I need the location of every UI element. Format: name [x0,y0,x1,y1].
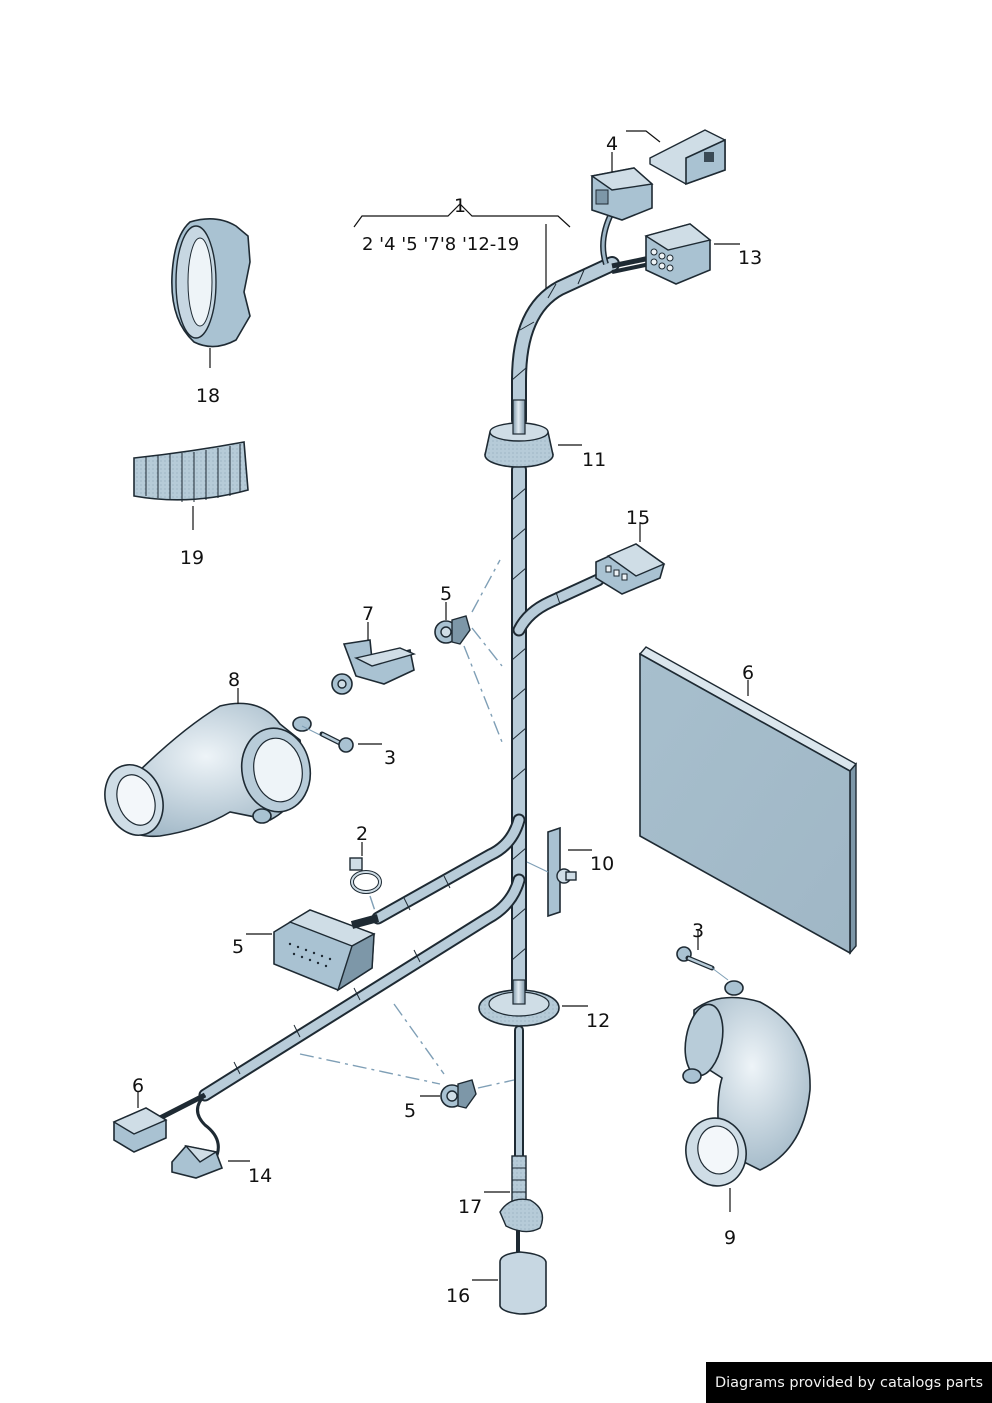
part-3-screw-right[interactable]: 3 [676,920,729,981]
part-19-grommet-sleeve[interactable]: 17 [458,1155,544,1233]
part-4-connector-housing[interactable]: 4 [590,133,654,221]
part-21-corrugated-sleeve[interactable]: 19 [133,441,249,569]
part-6-insulation-pad[interactable]: 6 [638,646,858,955]
part-20-oval-grommet[interactable]: 18 [171,218,251,407]
callout-19[interactable]: 17 [458,1196,482,1218]
callout-18[interactable]: 16 [446,1285,470,1307]
part-11-air-duct[interactable]: 9 [680,980,811,1249]
group-bracket [353,203,571,228]
part-9-bracket-clip[interactable]: 7 [331,603,417,695]
part-7-multi-pin-connector[interactable]: 5 [232,909,380,992]
part-15-six-pin-connector[interactable]: 13 [644,223,762,285]
callout-17[interactable]: 15 [626,507,650,529]
callout-12[interactable]: 10 [590,853,614,875]
callout-14[interactable]: 12 [586,1010,610,1032]
connector-cover[interactable] [626,129,726,186]
callout-20[interactable]: 18 [196,385,220,407]
callout-13[interactable]: 11 [582,449,606,471]
part-13-grommet[interactable]: 11 [484,399,606,471]
part-12-retainer-strip[interactable]: 10 [526,826,614,918]
callout-5-lower[interactable]: 5 [404,1100,416,1122]
callout-11[interactable]: 9 [724,1227,736,1249]
callout-21[interactable]: 19 [180,547,204,569]
callout-7[interactable]: 5 [232,936,244,958]
part-2-hose-clamp[interactable]: 2 [349,823,382,915]
part-16-flat-connector[interactable]: 14 [171,1144,272,1187]
part-18-round-connector[interactable]: 16 [446,1230,547,1315]
part-5-clip-upper[interactable]: 5 [434,559,503,743]
part-10-air-duct[interactable]: 8 [95,669,316,843]
footer-attribution: Diagrams provided by catalogs parts [706,1362,992,1403]
callout-1[interactable]: 1 [454,195,466,217]
callout-10[interactable]: 8 [228,669,240,691]
group-includes-text: 2 '4 '5 '7'8 '12-19 [362,234,519,255]
callout-4[interactable]: 4 [606,133,618,155]
harness-wrap-marks [233,269,585,1075]
part-5-clip-lower[interactable]: 5 [299,1003,515,1122]
callout-5-upper[interactable]: 5 [440,583,452,605]
callout-16[interactable]: 14 [248,1165,272,1187]
callout-9[interactable]: 7 [362,603,374,625]
wiring-harness[interactable] [158,210,651,1165]
callout-8[interactable]: 6 [132,1075,144,1097]
callout-15[interactable]: 13 [738,247,762,269]
callout-3-left[interactable]: 3 [384,747,396,769]
part-17-connector[interactable]: 15 [595,507,666,595]
part-8-small-connector[interactable]: 6 [112,1075,168,1153]
group-callout-1: 1 2 '4 '5 '7'8 '12-19 [353,195,571,292]
part-3-screw-left[interactable]: 3 [301,725,396,769]
part-14-grommet[interactable]: 12 [478,979,610,1032]
callout-2[interactable]: 2 [356,823,368,845]
callout-6[interactable]: 6 [742,662,754,684]
callout-3-right[interactable]: 3 [692,920,704,942]
